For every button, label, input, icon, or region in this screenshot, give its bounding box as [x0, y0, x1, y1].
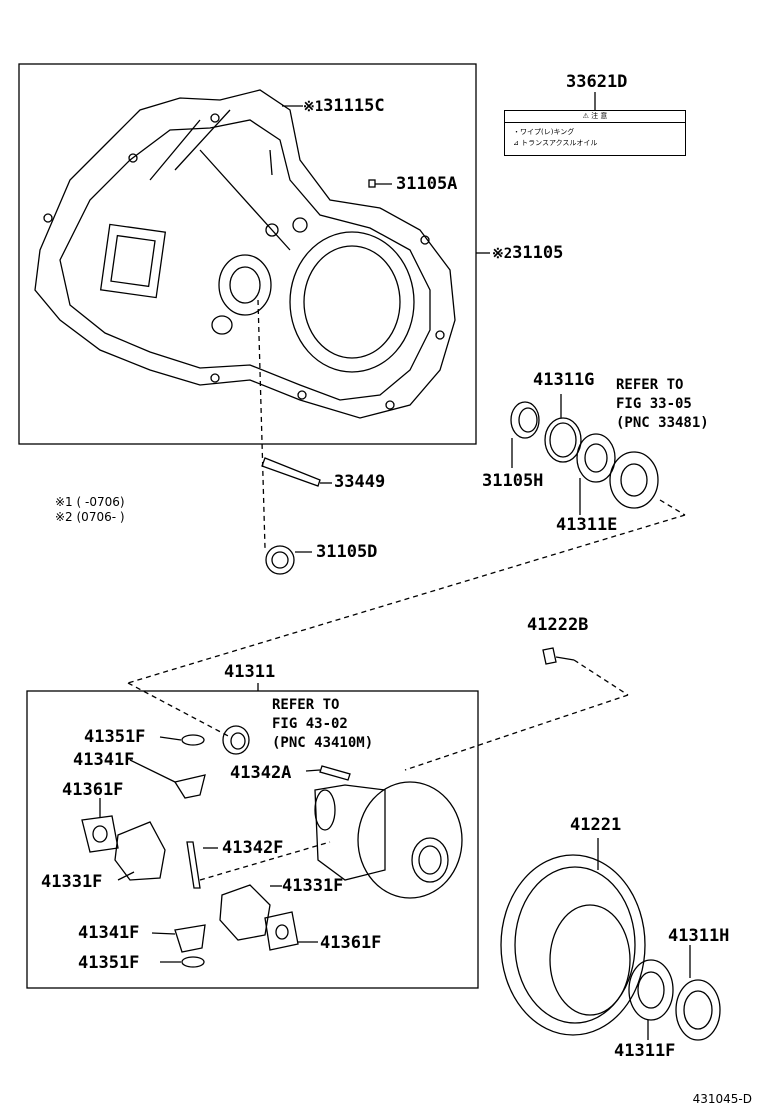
- part-label-41221: 41221: [570, 815, 622, 835]
- note-1: ※1 ( -0706): [55, 495, 125, 509]
- part-label-33621D: 33621D: [566, 72, 628, 92]
- part-label-41331F-left: 41331F: [41, 872, 103, 892]
- part-label-41361F-right: 41361F: [320, 933, 382, 953]
- part-label-31115C: ※131115C: [303, 98, 385, 115]
- part-number-31105: 31105: [512, 243, 564, 263]
- part-label-31105: ※231105: [492, 245, 563, 262]
- part-label-31105A: 31105A: [396, 174, 458, 194]
- caution-tag-header: ⚠ 注 意: [505, 111, 685, 123]
- part-label-33449: 33449: [334, 472, 386, 492]
- note-2: ※2 (0706- ): [55, 510, 125, 524]
- oil-receiver-drawing: [261, 457, 321, 487]
- part-label-41342A: 41342A: [230, 763, 292, 783]
- refer-to-1-line-3: (PNC 33481): [616, 415, 709, 431]
- part-label-41311E: 41311E: [556, 515, 618, 535]
- refer-to-2-line-1: REFER TO: [272, 697, 340, 713]
- part-label-41351F-bottom: 41351F: [78, 953, 140, 973]
- differential-case-drawing: [314, 781, 463, 899]
- part-label-41222B: 41222B: [527, 615, 589, 635]
- part-label-41311: 41311: [224, 662, 276, 682]
- caution-tag: ⚠ 注 意 ・ワイプ(レ)キング ⊿ トランスアクスルオイル: [504, 110, 686, 156]
- refer-to-1-line-1: REFER TO: [616, 377, 684, 393]
- housing-frame: [18, 63, 477, 445]
- differential-frame: [26, 690, 479, 989]
- part-label-41361F-left: 41361F: [62, 780, 124, 800]
- caution-tag-line-2: ⊿ トランスアクスルオイル: [513, 139, 598, 147]
- refer-to-1-line-2: FIG 33-05: [616, 396, 692, 412]
- mark-1: ※1: [303, 99, 324, 115]
- part-label-41351F-top: 41351F: [84, 727, 146, 747]
- transaxle-housing-drawing: [34, 89, 456, 419]
- oil-seal-31105D: [265, 545, 295, 575]
- part-label-41331F-right: 41331F: [282, 876, 344, 896]
- part-label-41311F: 41311F: [614, 1041, 676, 1061]
- part-label-41342F: 41342F: [222, 838, 284, 858]
- part-label-41311H: 41311H: [668, 926, 730, 946]
- part-label-41341F-top: 41341F: [73, 750, 135, 770]
- refer-to-2-line-3: (PNC 43410M): [272, 735, 374, 751]
- part-label-41311G: 41311G: [533, 370, 595, 390]
- part-number-31115C: 31115C: [323, 96, 385, 116]
- part-label-31105D: 31105D: [316, 542, 378, 562]
- caution-tag-line-1: ・ワイプ(レ)キング: [513, 128, 575, 136]
- refer-to-2-line-2: FIG 43-02: [272, 716, 348, 732]
- bearing-stack-right: [510, 401, 659, 509]
- bolt-41222B: [542, 647, 557, 665]
- mark-2: ※2: [492, 246, 513, 262]
- ring-gear-41221: [500, 854, 646, 1036]
- part-label-41341F-bottom: 41341F: [78, 923, 140, 943]
- part-label-31105H: 31105H: [482, 471, 544, 491]
- figure-id: 431045-D: [692, 1092, 752, 1106]
